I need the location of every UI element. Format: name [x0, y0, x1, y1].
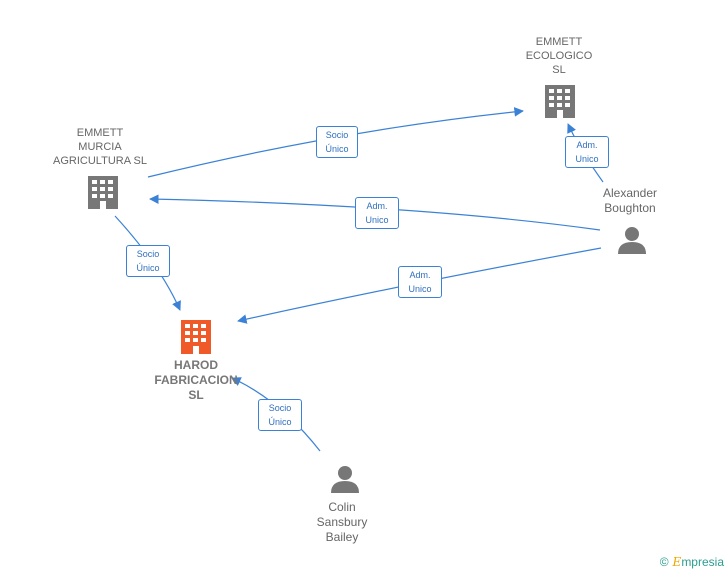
copyright-symbol: © — [659, 555, 669, 569]
edge-label-colin-to-harod: Socio Único — [258, 399, 302, 431]
edge-label-alexander-to-ecologico: Adm. Unico — [565, 136, 609, 168]
node-label-alexander[interactable]: Alexander Boughton — [602, 186, 658, 215]
node-label-emmett-murcia[interactable]: EMMETT MURCIA AGRICULTURA SL — [53, 127, 147, 167]
building-icon — [545, 85, 575, 118]
node-label-harod[interactable]: HAROD FABRICACION SL — [154, 358, 238, 402]
edge-label-murcia-to-harod: Socio Único — [126, 245, 170, 277]
edge-label-murcia-to-ecologico: Socio Único — [316, 126, 358, 158]
brand-name: mpresia — [681, 555, 724, 569]
building-icon — [88, 176, 118, 209]
building-icon-main — [181, 320, 211, 354]
person-icon — [618, 227, 646, 254]
brand-logo: ©Empresia — [660, 555, 724, 569]
edge-label-alexander-to-murcia: Adm. Unico — [355, 197, 399, 229]
edge-label-alexander-to-harod: Adm. Unico — [398, 266, 442, 298]
node-label-emmett-ecologico[interactable]: EMMETT ECOLOGICO SL — [525, 36, 593, 76]
node-label-colin[interactable]: Colin Sansbury Bailey — [316, 500, 368, 544]
person-icon — [331, 466, 359, 493]
brand-initial: E — [672, 555, 682, 569]
